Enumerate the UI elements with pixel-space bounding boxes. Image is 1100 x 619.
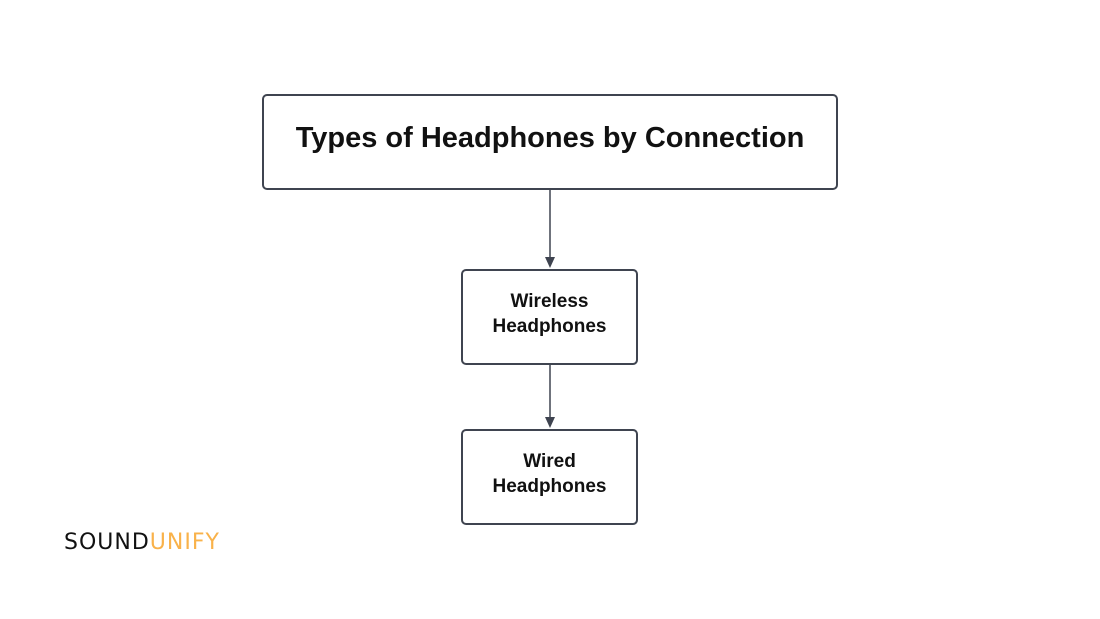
node-wireless-label-line2: Headphones [492,316,607,337]
node-wired-label-line2: Headphones [492,476,607,497]
node-wireless-headphones: Wireless Headphones [461,269,638,365]
node-wireless-label-line1: Wireless [510,291,589,312]
logo-part-sound: SOUND [64,530,150,555]
arrowhead-icon [545,257,555,268]
node-wired-headphones: Wired Headphones [461,429,638,525]
arrowhead-icon [545,417,555,428]
edge-wireless-to-wired [545,365,555,428]
edge-root-to-wireless [545,190,555,268]
node-root-label: Types of Headphones by Connection [295,122,805,154]
logo-part-unify: UNIFY [149,530,220,555]
node-wired-label-line1: Wired [523,451,576,472]
node-root-title: Types of Headphones by Connection [262,94,838,190]
brand-logo: SOUNDUNIFY [64,530,220,555]
